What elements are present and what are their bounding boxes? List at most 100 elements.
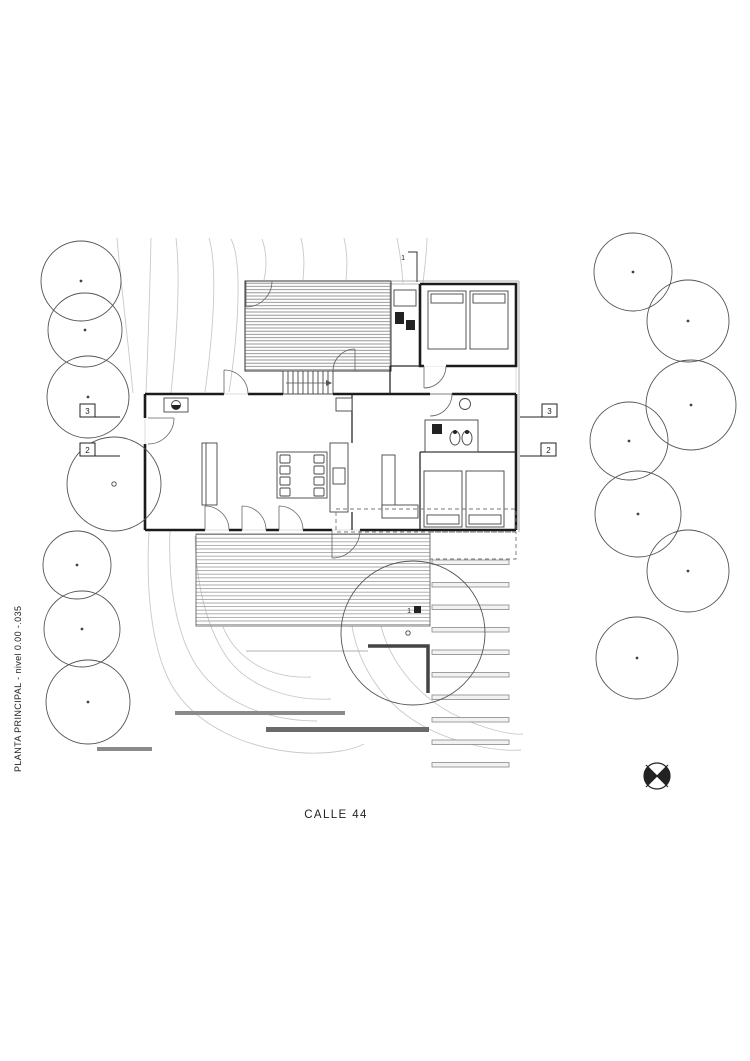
tree bbox=[42, 530, 112, 600]
sofa-short bbox=[381, 504, 419, 519]
contour-line bbox=[396, 237, 404, 284]
tree-trunk bbox=[635, 656, 639, 660]
contour-line bbox=[116, 237, 134, 394]
contour-line bbox=[204, 237, 215, 393]
contour-line bbox=[351, 625, 522, 751]
paver bbox=[431, 649, 510, 655]
section-marker-label: 1 bbox=[407, 608, 411, 615]
section-marker-box bbox=[79, 442, 96, 457]
section-marker-label: 3 bbox=[547, 407, 552, 416]
stair-arrow-icon bbox=[326, 380, 332, 386]
tree-trunk bbox=[631, 270, 635, 274]
door-arc bbox=[429, 393, 453, 417]
tree bbox=[594, 470, 682, 558]
tree bbox=[47, 292, 123, 368]
retaining-walls bbox=[97, 644, 430, 751]
door-arc bbox=[245, 280, 273, 308]
walls bbox=[143, 282, 518, 532]
chair bbox=[313, 487, 325, 497]
retaining-wall-l bbox=[368, 644, 430, 693]
contour-lines bbox=[116, 237, 524, 754]
sofa-long bbox=[381, 454, 396, 511]
stairs bbox=[282, 370, 334, 395]
tree-trunk bbox=[686, 569, 690, 573]
door-swings bbox=[147, 280, 453, 559]
canopy-projection bbox=[429, 531, 517, 560]
service-room-floor bbox=[389, 283, 421, 367]
overhang-projection bbox=[335, 280, 520, 560]
bed bbox=[465, 470, 505, 528]
tree-trunk bbox=[111, 481, 117, 487]
section-marker-label: 2 bbox=[546, 446, 551, 455]
section-marker-label: 1 bbox=[401, 255, 405, 262]
bed-pillow bbox=[430, 293, 464, 304]
section-marker-box bbox=[541, 403, 558, 418]
contour-line bbox=[300, 237, 305, 281]
paver bbox=[431, 604, 510, 610]
tree bbox=[646, 279, 730, 363]
section-cut-line bbox=[408, 251, 418, 282]
paver bbox=[431, 582, 510, 588]
shower bbox=[432, 424, 442, 434]
section-marker-box bbox=[79, 403, 96, 418]
tree-trunk bbox=[86, 700, 90, 704]
contour-line bbox=[145, 237, 152, 394]
refrigerator bbox=[335, 397, 353, 412]
chair bbox=[279, 476, 291, 486]
tree-trunk bbox=[75, 563, 79, 567]
tree-trunk bbox=[636, 512, 640, 516]
section-markers: 3 2 3 2 1 1 bbox=[79, 251, 558, 615]
contour-line bbox=[261, 238, 267, 281]
tree bbox=[589, 401, 669, 481]
contour-line bbox=[228, 238, 239, 393]
tree bbox=[646, 529, 730, 613]
tree bbox=[595, 616, 679, 700]
tree-trunk bbox=[689, 403, 693, 407]
paver-steps bbox=[431, 559, 510, 768]
paver bbox=[431, 717, 510, 723]
bed bbox=[427, 290, 467, 350]
chair bbox=[279, 454, 291, 464]
hall-walls bbox=[389, 365, 420, 394]
tree-trunk bbox=[686, 319, 690, 323]
bed-pillow bbox=[426, 514, 460, 525]
contour-line bbox=[222, 626, 312, 678]
door-arc bbox=[147, 417, 175, 445]
section-cut-mark bbox=[414, 606, 421, 613]
door-arc bbox=[223, 369, 249, 395]
paver bbox=[431, 694, 510, 700]
contour-line bbox=[169, 530, 318, 722]
bathroom-walls bbox=[424, 419, 479, 453]
lower-deck bbox=[195, 533, 431, 627]
retaining-wall bbox=[266, 727, 429, 732]
washbasin bbox=[459, 398, 471, 410]
tree-over-deck bbox=[340, 560, 486, 706]
tree-trunk bbox=[79, 279, 83, 283]
section-marker-box bbox=[540, 442, 557, 457]
contour-line bbox=[147, 530, 365, 754]
door-arc bbox=[241, 505, 267, 531]
tree-trunk bbox=[627, 439, 631, 443]
section-marker-label: 2 bbox=[85, 446, 90, 455]
service-room-fixtures bbox=[393, 289, 417, 330]
paver bbox=[431, 762, 510, 768]
tree-trunk bbox=[83, 328, 87, 332]
door-arc bbox=[423, 365, 447, 389]
door-arc bbox=[331, 529, 361, 559]
paver bbox=[431, 739, 510, 745]
contour-line bbox=[343, 237, 348, 281]
chair bbox=[313, 476, 325, 486]
retaining-wall bbox=[175, 711, 345, 715]
tree bbox=[593, 232, 673, 312]
north-arrow-icon bbox=[643, 762, 671, 790]
door-arc bbox=[332, 348, 356, 372]
tree bbox=[645, 359, 737, 451]
section-marker-label: 3 bbox=[85, 407, 90, 416]
contour-line bbox=[422, 237, 428, 284]
shelving-unit bbox=[201, 442, 218, 506]
street-label: CALLE 44 bbox=[304, 809, 368, 821]
tree bbox=[66, 436, 162, 532]
tree-trunk bbox=[405, 630, 411, 636]
toilet-tank bbox=[453, 430, 457, 434]
